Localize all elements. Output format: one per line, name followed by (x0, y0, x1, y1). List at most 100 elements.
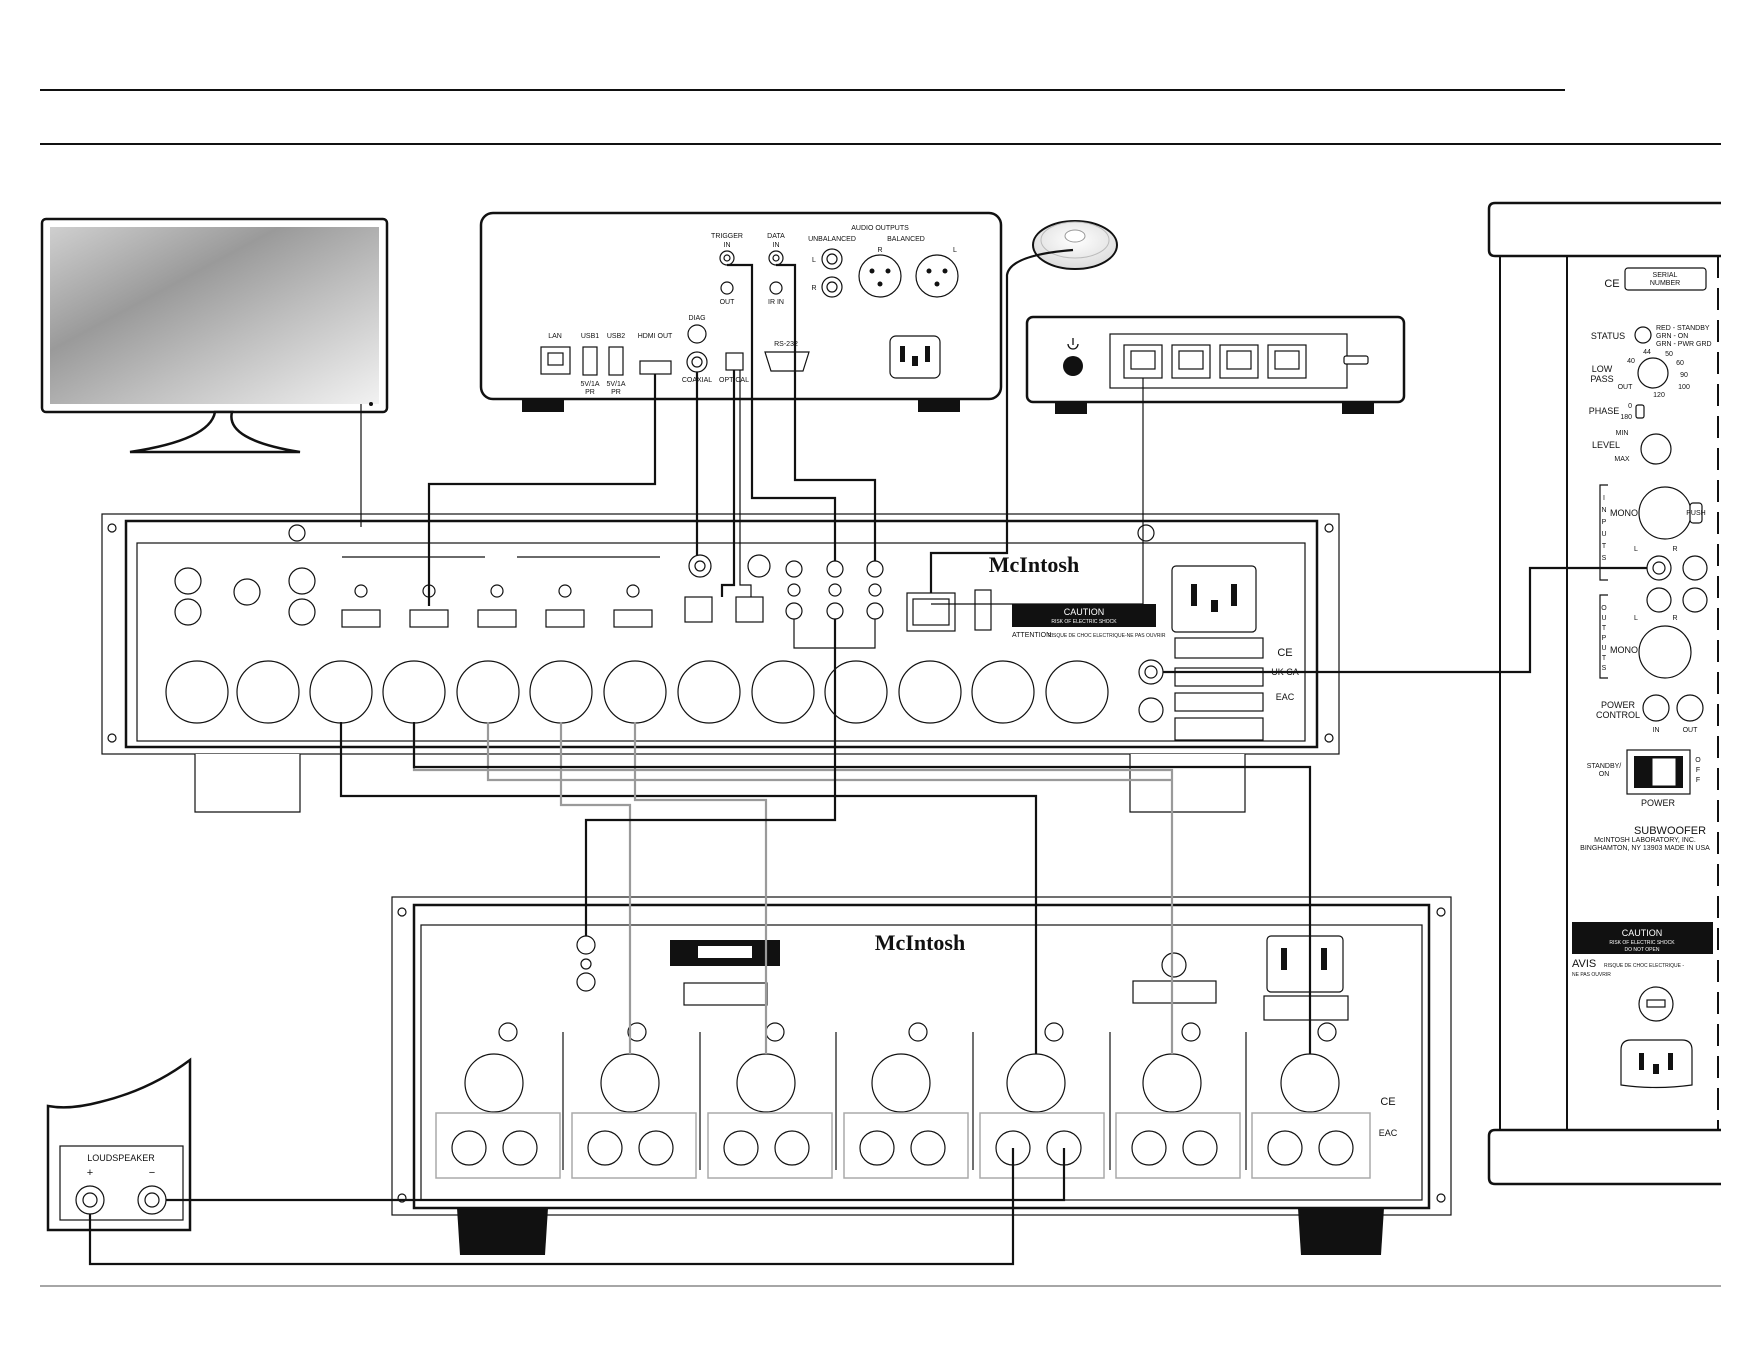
proc-usb-port[interactable] (974, 589, 992, 631)
label-audio-outputs: AUDIO OUTPUTS (851, 225, 909, 232)
proc-hdmi-4[interactable] (545, 609, 585, 628)
sub-avis-label: AVIS (1572, 958, 1596, 970)
sub-power-control-label-2: CONTROL (1596, 710, 1640, 720)
label-balanced-r: R (877, 247, 882, 254)
rs232-port[interactable] (764, 351, 810, 372)
amp-xlr-ch3[interactable] (736, 1053, 796, 1113)
lan-port[interactable] (540, 346, 571, 375)
lp-tick-1: 44 (1643, 349, 1651, 356)
inputs-letter-4: U (1601, 531, 1606, 538)
usb1-rating: 5V/1A (580, 381, 599, 388)
sub-output-mono-xlr[interactable] (1638, 625, 1692, 679)
proc-optical-1[interactable] (684, 596, 713, 623)
lp-tick-4: 60 (1676, 360, 1684, 367)
loudspeaker-minus-label: − (149, 1167, 155, 1179)
off-letter-1: O (1695, 757, 1701, 764)
switch-power-button[interactable] (1063, 356, 1083, 376)
sub-level-knob[interactable] (1640, 433, 1672, 465)
label-usb1: USB1 (581, 333, 599, 340)
amp-xlr-ch4[interactable] (871, 1053, 931, 1113)
sub-push-label: PUSH (1686, 510, 1705, 517)
amp-xlr-ch7[interactable] (1280, 1053, 1340, 1113)
sub-status-legend-3: GRN - PWR GRD (1656, 341, 1712, 348)
sub-power-control-out-label: OUT (1683, 727, 1699, 734)
proc-hdmi-3[interactable] (477, 609, 517, 628)
cable-ir (929, 248, 1074, 593)
outputs-letter-6: T (1602, 655, 1607, 662)
sub-power-control-label-1: POWER (1601, 700, 1636, 710)
outputs-letter-4: P (1602, 635, 1607, 642)
label-data: DATA (767, 233, 785, 240)
sub-input-l-label: L (1634, 546, 1638, 553)
optical-port[interactable] (725, 352, 744, 371)
proc-optical-2[interactable] (735, 596, 764, 623)
network-switch (1025, 315, 1406, 414)
processor-caution-label (1012, 604, 1156, 627)
sub-maker-line-1: McINTOSH LABORATORY, INC. (1594, 837, 1696, 844)
proc-hdmi-5[interactable] (613, 609, 653, 628)
amp-xlr-ch2[interactable] (600, 1053, 660, 1113)
usb1-port[interactable] (582, 346, 598, 376)
processor-eac-mark: EAC (1276, 692, 1295, 702)
processor-caution-text: CAUTION (1064, 607, 1105, 617)
sub-phase-label: PHASE (1589, 406, 1620, 416)
processor-attention-text: RISQUE DE CHOC ELECTRIQUE-NE PAS OUVRIR (1048, 633, 1166, 639)
off-letter-2: F (1696, 767, 1700, 774)
amp-xlr-ch1[interactable] (464, 1053, 524, 1113)
sub-phase-switch[interactable] (1635, 404, 1645, 419)
amp-xlr-ch6[interactable] (1142, 1053, 1202, 1113)
sub-power-control-in[interactable] (1642, 694, 1670, 722)
label-diag: DIAG (688, 315, 705, 322)
tv-power-led (369, 402, 373, 406)
label-l: L (812, 257, 816, 264)
cable-speaker-plus (88, 1148, 1015, 1266)
proc-hdmi-1[interactable] (341, 609, 381, 628)
label-balanced: BALANCED (887, 236, 925, 243)
loudspeaker-plus-label: + (87, 1167, 93, 1179)
sub-power-control-out[interactable] (1676, 694, 1704, 722)
sub-lowpass-label-2: PASS (1590, 374, 1613, 384)
cable-ethernet (931, 378, 1144, 605)
cable-ch2-gray (559, 722, 632, 1054)
subwoofer-panel: CE SERIAL NUMBER STATUS RED - STANDBY GR… (1487, 201, 1721, 1186)
sub-caution-sub-1: RISK OF ELECTRIC SHOCK (1609, 940, 1675, 946)
usb2-port[interactable] (608, 346, 624, 376)
inputs-letter-6: S (1602, 555, 1607, 562)
proc-hdmi-2[interactable] (409, 609, 449, 628)
cable-ch3-gray (633, 722, 768, 1054)
label-trigger-out: OUT (720, 299, 736, 306)
proc-trigger-jack[interactable] (826, 560, 844, 578)
amp-channels (435, 1022, 1371, 1179)
label-rs232: RS-232 (774, 341, 798, 348)
tv-stand (129, 410, 301, 454)
amplifier-brand-logo: McIntosh (875, 930, 965, 955)
cable-trigger (727, 263, 837, 561)
balanced-r-xlr[interactable] (858, 254, 902, 298)
label-unbalanced: UNBALANCED (808, 236, 856, 243)
sub-lowpass-knob[interactable] (1637, 357, 1669, 389)
sub-input-mono-xlr[interactable] (1638, 486, 1692, 540)
sub-standby-label-1: STANDBY/ (1587, 763, 1622, 770)
trigger-out-jack[interactable] (720, 281, 734, 295)
hdmi-out-port[interactable] (639, 360, 672, 375)
proc-data-jack[interactable] (866, 560, 884, 578)
diag-jack[interactable] (687, 324, 707, 344)
balanced-l-xlr[interactable] (915, 254, 959, 298)
sub-avis-text-1: RISQUE DE CHOC ELECTRIQUE - (1604, 963, 1684, 969)
processor-power-inlet[interactable] (1171, 565, 1257, 633)
ir-in-jack[interactable] (769, 281, 783, 295)
cable-ch7 (412, 722, 1312, 1054)
sub-power-inlet[interactable] (1620, 1039, 1693, 1089)
lp-tick-7: 100 (1678, 384, 1690, 391)
sub-input-r-label: R (1672, 546, 1677, 553)
amp-power-inlet[interactable] (1266, 935, 1344, 993)
outputs-letter-7: S (1602, 665, 1607, 672)
lp-tick-5: OUT (1618, 384, 1634, 391)
amp-xlr-ch5[interactable] (1006, 1053, 1066, 1113)
processor-foot-right (1129, 754, 1246, 813)
cable-hdmi (427, 374, 657, 606)
lp-tick-8: 120 (1653, 392, 1665, 399)
cable-speaker-minus (166, 1148, 1066, 1202)
sub-output-mono-label: MONO (1610, 645, 1638, 655)
usb1-sub: PR (585, 389, 595, 396)
